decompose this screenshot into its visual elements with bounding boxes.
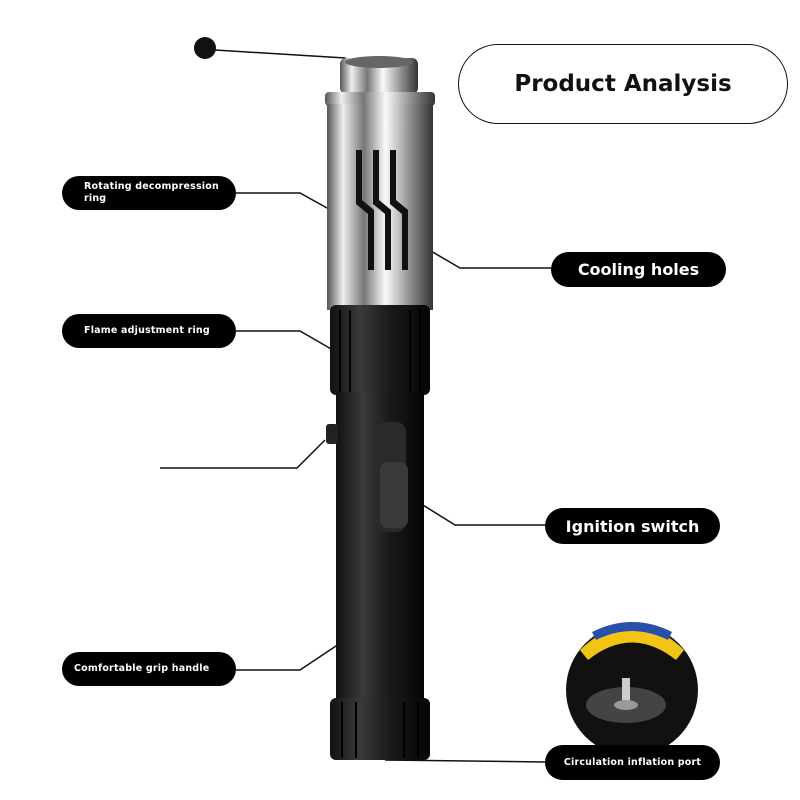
cooling-slots xyxy=(356,150,408,270)
inflation-port-inset xyxy=(566,622,698,756)
marker-dot xyxy=(194,37,216,59)
label-ignition-switch: Ignition switch xyxy=(545,508,720,544)
label-flame-adjustment-ring: Flame adjustment ring xyxy=(62,314,236,348)
label-rotating-decompression-ring: Rotating decompression ring xyxy=(62,176,236,210)
label-cooling-holes: Cooling holes xyxy=(551,252,726,287)
label-comfortable-grip-handle: Comfortable grip handle xyxy=(62,652,236,686)
page-title: Product Analysis xyxy=(458,44,788,124)
torch xyxy=(325,56,435,760)
label-circulation-inflation-port: Circulation inflation port xyxy=(545,745,720,780)
